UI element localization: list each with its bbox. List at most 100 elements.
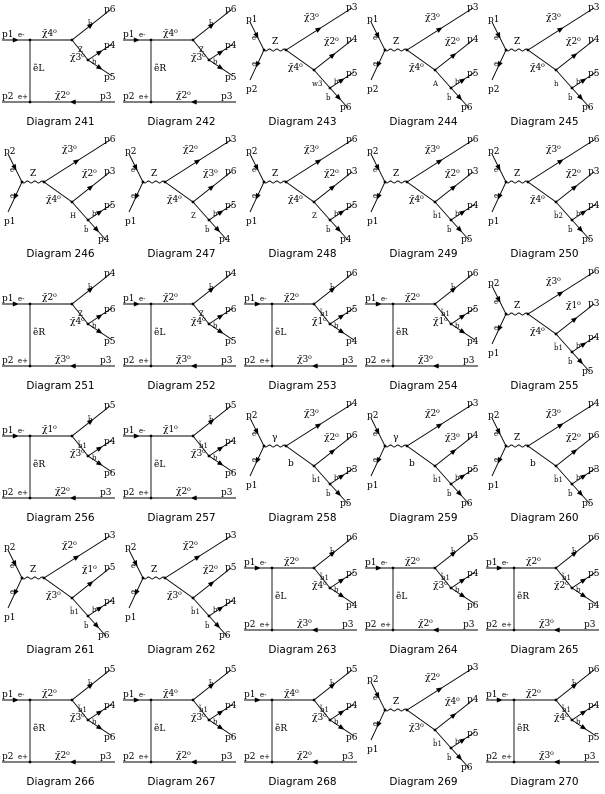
particle-label-2: e- — [494, 60, 501, 68]
external-label-1: p2 — [488, 411, 500, 421]
external-label-4: p6 — [346, 533, 358, 543]
caption-prefix: Diagram — [268, 380, 314, 392]
s-channel-boson — [384, 444, 408, 448]
external-label-4: p5 — [467, 533, 479, 543]
particle-label-2: e- — [373, 456, 380, 464]
particle-label-2: e+ — [260, 357, 270, 365]
particle-label-8: b — [455, 474, 460, 482]
inner-propagator — [434, 201, 452, 221]
particle-label-3: ẽL — [154, 459, 165, 470]
vertex-dot — [449, 86, 453, 90]
outgoing-line-2-arrow — [458, 578, 466, 584]
particle-label-1: e- — [373, 166, 380, 174]
outgoing-line-4-arrow — [455, 225, 463, 233]
particle-label-6: χ̃3⁰ — [409, 722, 424, 733]
particle-label-4: χ̃2⁰ — [284, 556, 299, 567]
external-label-3: p6 — [588, 135, 600, 145]
outgoing-line-2-arrow — [449, 713, 457, 719]
outgoing-bottom-arrow — [311, 759, 318, 765]
particle-label-6: b — [530, 459, 536, 469]
particle-label-2: e- — [373, 60, 380, 68]
incoming-line-top-arrow — [253, 163, 259, 171]
external-label-6: p4 — [98, 235, 110, 245]
particle-label-4: χ̃3⁰ — [425, 144, 440, 155]
external-label-5: p5 — [346, 201, 358, 211]
vertex-dot — [554, 332, 558, 336]
external-label-6: p6 — [467, 601, 479, 611]
vertex-dot — [28, 434, 32, 438]
particle-label-6: χ̃3⁰ — [191, 52, 206, 63]
particle-label-1: e- — [373, 34, 380, 42]
external-label-5: p4 — [467, 201, 479, 211]
outgoing-line-2-arrow — [95, 50, 103, 56]
particle-label-1: e- — [502, 691, 509, 699]
particle-label-3: Z — [393, 37, 399, 47]
inner-propagator — [555, 201, 573, 221]
particle-label-7: b̃1 — [433, 737, 442, 748]
external-label-3: p4 — [346, 399, 358, 409]
outgoing-line-1-arrow — [207, 419, 215, 425]
outgoing-line-3-arrow — [95, 606, 103, 612]
vertex-dot — [554, 464, 558, 468]
particle-label-2: e- — [252, 60, 259, 68]
particle-label-7: b̄ — [88, 282, 93, 292]
outgoing-line-2-arrow — [328, 53, 336, 59]
particle-label-8: b — [213, 606, 218, 614]
external-label-6: p6 — [461, 763, 473, 773]
vertex-dot — [383, 180, 387, 184]
vertex-dot — [270, 302, 274, 306]
caption-number: 252 — [195, 380, 216, 392]
incoming-line-top-arrow — [11, 559, 17, 567]
external-label-2: p2 — [486, 752, 498, 762]
s-channel-boson — [263, 48, 287, 52]
outgoing-line-4-arrow — [455, 93, 463, 101]
outgoing-line-4-arrow — [455, 489, 463, 497]
particle-label-6: b — [288, 459, 294, 469]
external-label-6: p6 — [346, 733, 358, 743]
particle-label-4: χ̃3⁰ — [425, 12, 440, 23]
mid-propagator — [192, 303, 210, 325]
outgoing-line-2-arrow — [570, 53, 578, 59]
vertex-dot — [449, 482, 453, 486]
outgoing-line-2-arrow — [86, 581, 94, 587]
particle-label-5: χ̃2⁰ — [324, 432, 339, 443]
outgoing-line-3-arrow — [216, 64, 224, 70]
outgoing-line-4-arrow — [334, 225, 342, 233]
particle-label-8: b — [92, 454, 97, 462]
external-label-6: p5 — [104, 337, 116, 347]
vertex-dot — [141, 180, 145, 184]
particle-label-4: χ̃3⁰ — [304, 408, 319, 419]
vertex-dot — [512, 698, 516, 702]
vertex-dot — [312, 698, 316, 702]
vertex-dot — [554, 566, 558, 570]
external-label-1: p1 — [123, 30, 135, 40]
vertex-dot — [28, 100, 32, 104]
external-label-2: p2 — [486, 620, 498, 630]
particle-label-3: ẽL — [154, 723, 165, 734]
particle-label-5: χ̃2⁰ — [55, 90, 70, 101]
external-label-5: p5 — [467, 305, 479, 315]
external-label-5: p4 — [225, 437, 237, 447]
vertex-dot — [433, 464, 437, 468]
vertex-dot — [312, 302, 316, 306]
particle-label-1: e- — [131, 562, 138, 570]
vertex-dot — [28, 38, 32, 42]
particle-label-1: e- — [139, 427, 146, 435]
external-label-4: p6 — [225, 5, 237, 15]
s-channel-boson — [505, 444, 529, 448]
particle-label-9: b̄ — [205, 224, 210, 234]
s-channel-boson — [142, 180, 166, 184]
incoming-line-bottom-arrow — [376, 721, 382, 728]
caption-prefix: Diagram — [510, 512, 556, 524]
